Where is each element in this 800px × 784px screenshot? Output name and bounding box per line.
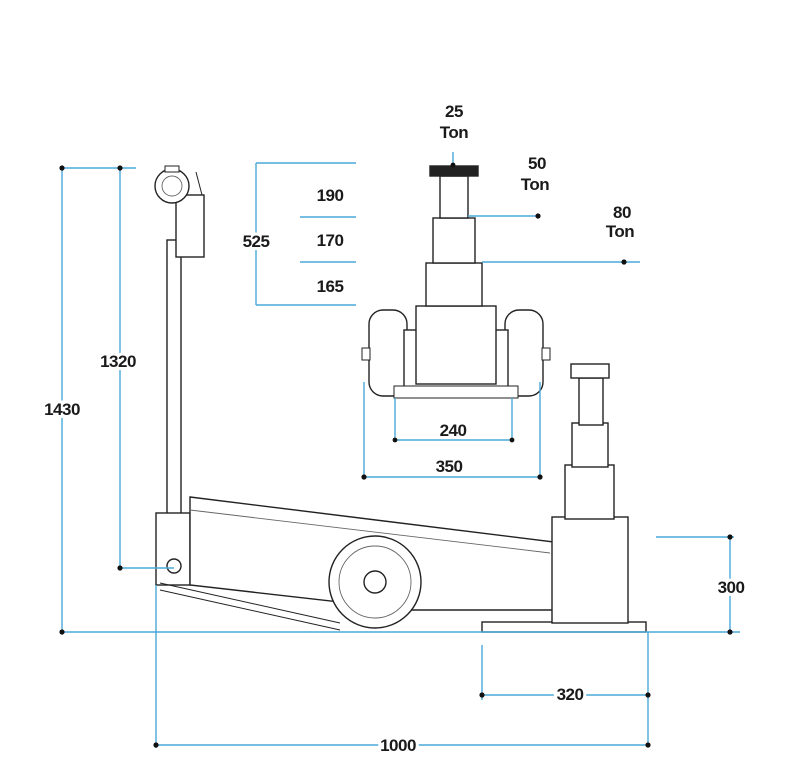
dimension-labels: 25 Ton 50 Ton 80 Ton 525 190 170 165 240… [41,102,748,758]
side-cylinder-saddle [570,363,610,379]
side-cylinder-body [551,516,629,624]
min-height-label: 300 [718,578,745,597]
handle-height-pivot-label: 1320 [100,352,136,371]
front-cylinder-body [415,305,497,385]
handle-pivot-pin [166,558,182,574]
wheel-hub [363,570,387,594]
front-cylinder-stage-1 [425,262,483,307]
front-cylinder-stage-3 [439,175,469,219]
stroke-stage1-label: 190 [317,186,344,205]
handle-knob-cap [164,165,180,173]
side-cylinder-stage-3 [578,377,604,426]
overall-length-label: 1000 [380,736,416,755]
front-saddle [429,165,479,177]
load-25-unit: Ton [440,123,469,142]
frame-lower-strut-2 [159,589,341,631]
wheel-rim [338,545,412,619]
front-base-plate [393,385,519,399]
handle-knob [154,168,190,204]
dimension-lines [59,152,740,748]
front-wheel-left [368,309,408,397]
load-50-value: 50 [528,154,546,173]
handle-lever [195,171,203,196]
handle-height-total-label: 1430 [44,400,80,419]
stroke-total-label: 525 [243,232,270,251]
wheel-track-label: 350 [436,457,463,476]
stroke-stage3-label: 165 [317,277,344,296]
side-cylinder-stage-1 [564,464,615,520]
jack-front-view [361,165,551,399]
front-cylinder-stage-2 [432,217,476,264]
handle-socket [155,512,191,586]
front-axle-left [361,347,371,361]
handle-shaft [166,239,182,521]
handle-grip [175,194,205,258]
front-axle-right [541,347,551,361]
saddle-width-label: 240 [440,421,467,440]
front-wheel-right [504,309,544,397]
load-80-unit: Ton [606,222,635,241]
load-25-value: 25 [445,102,463,121]
side-cylinder-stage-2 [571,422,609,468]
frame-edge [189,509,551,554]
handle-knob-inner [161,175,183,197]
jack-side-view [154,165,647,633]
stroke-stage2-label: 170 [317,231,344,250]
base-length-label: 320 [557,685,584,704]
frame-lower-strut [159,582,341,624]
load-80-value: 80 [613,203,631,222]
load-50-unit: Ton [521,175,550,194]
